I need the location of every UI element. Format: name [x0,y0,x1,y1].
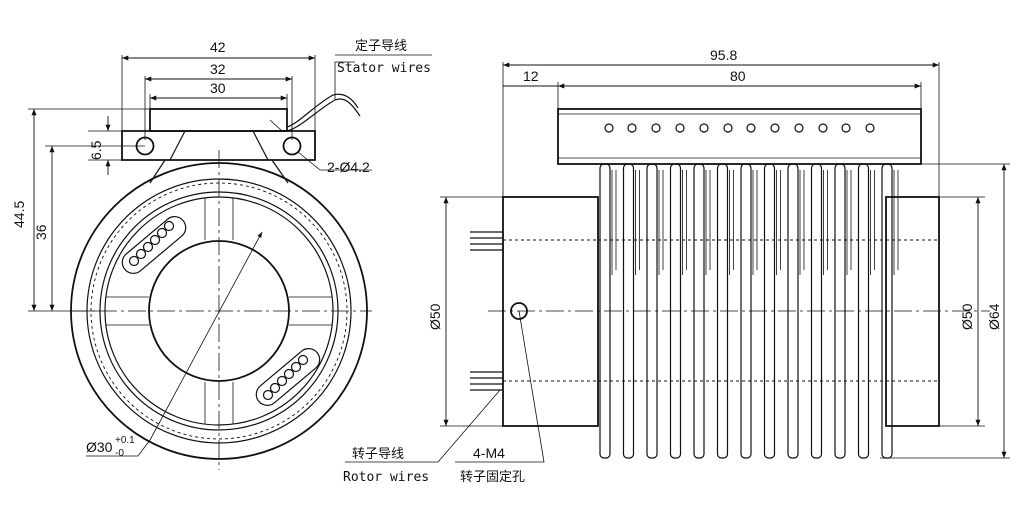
rotor-pins-lower [470,371,503,391]
fin [716,163,729,459]
hole-leader [297,151,372,171]
fin [669,163,682,459]
fin [810,163,823,459]
stator-wires-en: Stator wires [337,61,431,76]
bore-leader [86,439,151,457]
bore-label: Ø30 [86,439,113,455]
bore-leader [149,231,263,441]
stator-wire [286,98,361,132]
dim-32-label: 32 [210,61,226,77]
fin [622,163,635,459]
bore-circle [148,240,290,382]
stator-wires-leader [334,61,355,100]
terminal-block [557,108,922,165]
dim-44-5-label: 44.5 [11,201,27,228]
dim-6-5-label: 6.5 [88,140,104,160]
dim-30-label: 30 [210,80,226,96]
screw-label: 4-M4 [473,445,505,461]
side-view: 95.8 12 80 Ø50 Ø50 Ø64 4-M4 转子固定孔 [427,47,1010,485]
end-cylinder [885,196,940,427]
dim-80-label: 80 [730,68,746,84]
hole-label: 2-Ø4.2 [327,159,370,175]
dim-95-8-label: 95.8 [710,47,737,63]
rotor-hub [502,196,599,427]
wire-slot-lower [255,348,321,406]
fin [740,163,752,459]
fin [857,163,870,459]
front-view: 42 32 30 44.5 36 6.5 2-Ø4.2 Ø30 +0.1 -0 … [11,39,501,485]
rotor-pins-upper [470,231,503,251]
bore-tol-lower: -0 [115,448,124,459]
wire-slot-upper [121,216,187,274]
fin [599,163,611,459]
bore-tol-upper: +0.1 [115,435,135,446]
dim-42-label: 42 [210,39,226,55]
screw-leader [455,310,545,463]
fin [834,163,846,459]
stator-wire [286,93,359,128]
fin [646,163,658,459]
stator-wires-cn: 定子导线 [355,39,407,54]
dim-50-left-label: Ø50 [427,303,443,330]
rotor-wires-cn: 转子导线 [352,447,404,462]
set-screw [510,302,528,320]
rotor-wires-leader [345,389,501,463]
fin [763,163,776,459]
terminal-holes [604,123,875,133]
mounting-flange [121,108,316,184]
dim-64-label: Ø64 [986,303,1002,330]
screw-cn-label: 转子固定孔 [460,470,525,485]
ring-4 [104,196,334,426]
rotor-wires-en: Rotor wires [343,470,429,485]
fin [787,163,799,459]
ring-dashed [90,182,348,440]
fin [693,163,705,459]
dim-50-right-label: Ø50 [959,303,975,330]
dim-12-label: 12 [523,68,539,84]
dim-36-label: 36 [33,224,49,240]
